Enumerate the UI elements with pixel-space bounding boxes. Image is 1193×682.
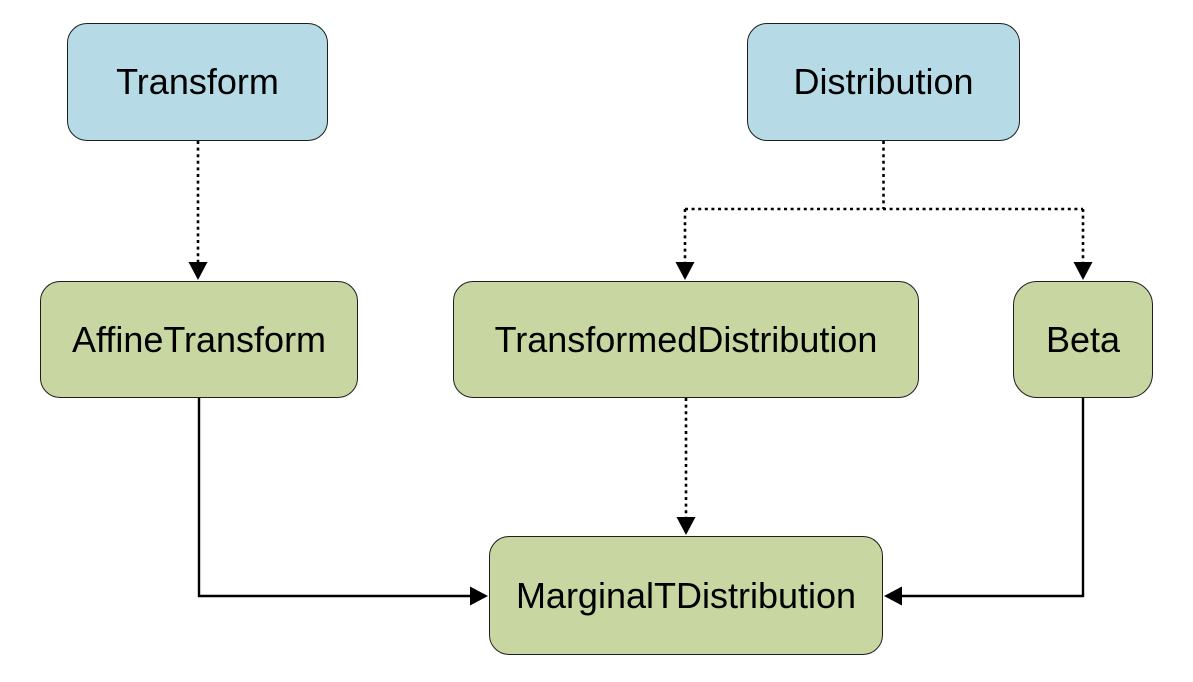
- arrowhead-down-icon: [676, 517, 696, 535]
- edge-beta-to-marginaltdistribution: [884, 398, 1085, 606]
- edge-transform-to-affinetransform: [188, 141, 208, 280]
- arrowhead-down-icon: [675, 262, 695, 280]
- edge-affinetransform-to-marginaltdistribution: [197, 398, 488, 606]
- node-affine-transform: AffineTransform: [40, 281, 358, 398]
- arrowhead-down-icon: [188, 262, 208, 280]
- node-label: TransformedDistribution: [494, 318, 878, 360]
- node-label: Distribution: [793, 61, 974, 103]
- node-label: Transform: [116, 61, 279, 103]
- arrowhead-left-icon: [884, 586, 902, 606]
- node-label: MarginalTDistribution: [515, 574, 857, 616]
- arrowhead-right-icon: [470, 586, 488, 606]
- edge-distribution-to-transformeddistribution-and-beta: [675, 141, 1093, 280]
- arrowhead-down-icon: [1073, 262, 1093, 280]
- node-marginal-t-distribution: MarginalTDistribution: [489, 536, 883, 655]
- node-transformed-distribution: TransformedDistribution: [453, 281, 919, 398]
- node-transform: Transform: [67, 23, 328, 141]
- node-label: Beta: [1045, 318, 1121, 360]
- node-label: AffineTransform: [71, 318, 327, 360]
- node-beta: Beta: [1013, 281, 1153, 398]
- edge-transformeddistribution-to-marginaltdistribution: [676, 398, 696, 535]
- node-distribution: Distribution: [747, 23, 1020, 141]
